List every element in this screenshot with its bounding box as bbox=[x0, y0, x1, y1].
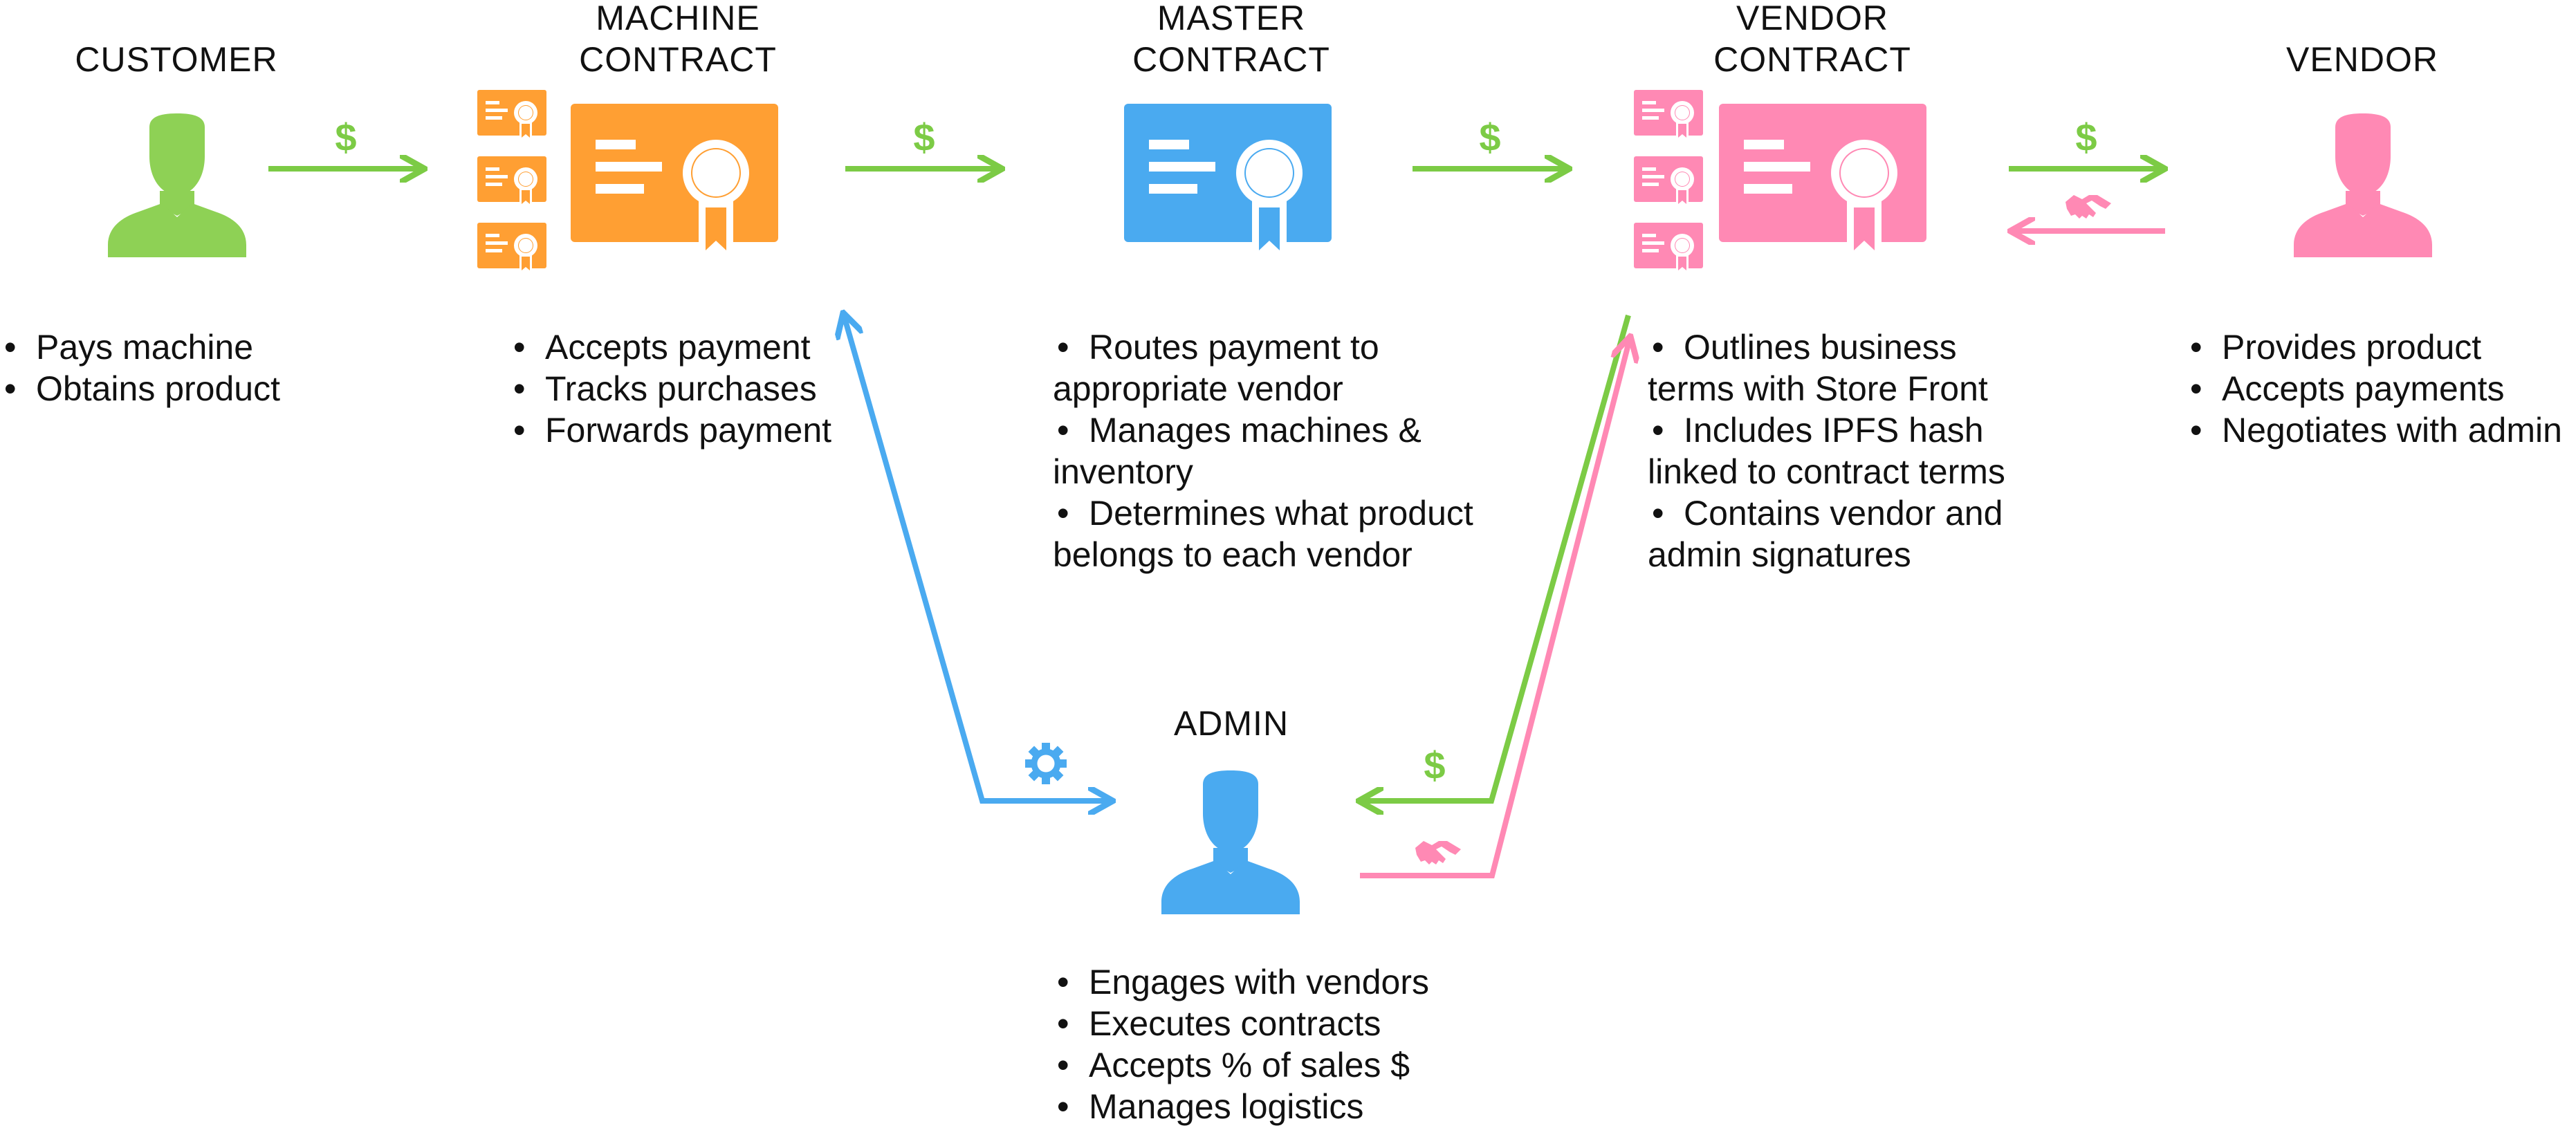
vendor-contract-icon bbox=[1634, 90, 1926, 275]
vendor-bullets: Provides product Accepts payments Negoti… bbox=[2186, 326, 2562, 451]
list-item: Includes IPFS hash linked to contract te… bbox=[1648, 409, 2005, 492]
list-item: Accepts payment bbox=[509, 326, 831, 368]
vendor-title: VENDOR bbox=[2286, 40, 2438, 79]
list-item: Engages with vendors bbox=[1053, 961, 1429, 1003]
dollar-icon: $ bbox=[1479, 115, 1500, 159]
list-item: Negotiates with admin bbox=[2186, 409, 2562, 451]
list-item: Manages machines & inventory bbox=[1053, 409, 1473, 492]
dollar-icon: $ bbox=[335, 115, 356, 159]
arrow-admin-to-vendor-contract bbox=[1360, 339, 1630, 878]
list-item: Determines what product belongs to each … bbox=[1053, 492, 1473, 575]
dollar-icon: $ bbox=[913, 115, 935, 159]
admin-title: ADMIN bbox=[1173, 704, 1289, 743]
admin-bullets: Engages with vendors Executes contracts … bbox=[1053, 961, 1429, 1127]
list-item: Executes contracts bbox=[1053, 1003, 1429, 1044]
list-item: Pays machine bbox=[0, 326, 280, 368]
arrow-vendor-contract-to-admin bbox=[1361, 314, 1631, 801]
machine-contract-bullets: Accepts payment Tracks purchases Forward… bbox=[509, 326, 831, 451]
customer-title: CUSTOMER bbox=[75, 40, 278, 79]
list-item: Accepts payments bbox=[2186, 368, 2562, 409]
admin-icon bbox=[1161, 770, 1300, 914]
list-item: Outlines business terms with Store Front bbox=[1648, 326, 2005, 409]
dollar-icon: $ bbox=[2075, 115, 2097, 159]
list-item: Manages logistics bbox=[1053, 1086, 1429, 1127]
vendor-icon bbox=[2294, 113, 2432, 257]
dollar-icon: $ bbox=[1424, 743, 1445, 787]
master-contract-icon bbox=[1124, 104, 1332, 263]
list-item: Obtains product bbox=[0, 368, 280, 409]
list-item: Contains vendor and admin signatures bbox=[1648, 492, 2005, 575]
list-item: Provides product bbox=[2186, 326, 2562, 368]
master-contract-title: MASTER CONTRACT bbox=[1132, 0, 1330, 79]
customer-icon bbox=[108, 113, 246, 257]
vendor-contract-title: VENDOR CONTRACT bbox=[1713, 0, 1911, 79]
gear-icon bbox=[1025, 743, 1067, 784]
arrow-admin-machine-control bbox=[844, 315, 1110, 801]
machine-contract-title: MACHINE CONTRACT bbox=[579, 0, 777, 79]
vendor-contract-bullets: Outlines business terms with Store Front… bbox=[1648, 326, 2005, 575]
machine-contract-icon bbox=[477, 90, 778, 275]
customer-bullets: Pays machine Obtains product bbox=[0, 326, 280, 409]
master-contract-bullets: Routes payment to appropriate vendor Man… bbox=[1053, 326, 1473, 575]
list-item: Tracks purchases bbox=[509, 368, 831, 409]
list-item: Accepts % of sales $ bbox=[1053, 1044, 1429, 1086]
handshake-icon bbox=[2066, 195, 2111, 219]
list-item: Routes payment to appropriate vendor bbox=[1053, 326, 1473, 409]
handshake-icon bbox=[1415, 841, 1461, 865]
list-item: Forwards payment bbox=[509, 409, 831, 451]
